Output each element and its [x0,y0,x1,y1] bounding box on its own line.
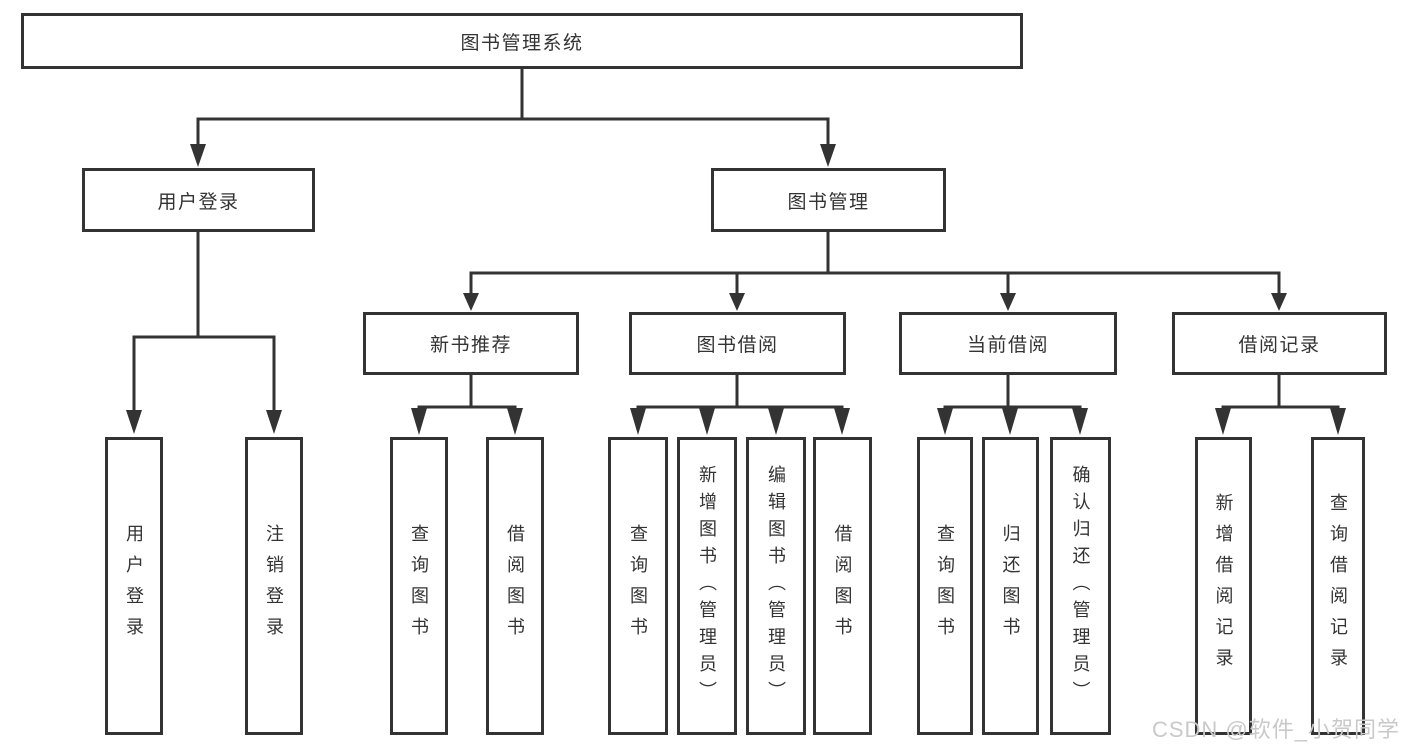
leaf-query-borrow-record-label: 查询借阅记录 [1328,493,1348,679]
arrowhead [937,408,953,435]
node-user-login-label: 用户登录 [157,191,240,213]
node-new-book-recommend: 新书推荐 [363,312,579,375]
leaf-query-borrow-record: 查询借阅记录 [1311,437,1365,735]
node-borrowing-records: 借阅记录 [1172,312,1387,375]
node-user-login: 用户登录 [82,168,315,232]
arrowhead [768,408,784,435]
arrowhead [266,410,282,434]
edge-userlogin-to-leaves [132,230,276,414]
arrowhead [729,293,745,311]
node-book-borrowing-label: 图书借阅 [696,335,779,356]
leaf-add-borrow-record-label: 新增借阅记录 [1213,493,1234,679]
arrowhead [1215,408,1231,435]
arrowhead [1000,293,1016,311]
leaf-borrow-books-borrow-label: 借阅图书 [832,524,853,648]
leaf-query-books-borrow-label: 查询图书 [628,524,648,648]
leaf-edit-book-admin-label: 编辑图书（管理员） [766,464,786,708]
arrowhead [834,408,850,435]
edge-currentborrow-to-leaves [943,373,1082,409]
leaf-query-books-newbook-label: 查询图书 [409,524,429,648]
leaf-return-book: 归还图书 [982,437,1039,735]
leaf-query-books-borrow: 查询图书 [608,437,668,735]
leaf-logout-label: 注销登录 [264,524,284,648]
arrowhead [1330,408,1346,435]
arrowhead [1002,408,1018,435]
leaf-add-borrow-record: 新增借阅记录 [1195,437,1252,735]
arrowhead [699,408,715,435]
arrowhead [1271,293,1287,311]
arrowhead [126,410,142,434]
leaf-borrow-books-newbook: 借阅图书 [486,437,544,735]
leaf-user-login: 用户登录 [105,437,163,735]
edge-newbook-to-leaves [417,373,517,409]
leaf-user-login-label: 用户登录 [124,524,144,648]
node-current-borrowing: 当前借阅 [899,312,1117,375]
leaf-logout: 注销登录 [245,437,303,735]
edge-bookborrow-to-leaves [636,373,844,409]
leaf-borrow-books-borrow: 借阅图书 [813,437,872,735]
node-book-management: 图书管理 [711,168,946,232]
arrowhead [411,408,427,435]
leaf-query-books-current-label: 查询图书 [935,524,955,648]
edge-bookmgmt-to-level3 [469,230,1281,297]
arrowheads [126,144,1346,435]
node-new-book-recommend-label: 新书推荐 [429,335,512,356]
leaf-return-book-label: 归还图书 [1000,524,1021,648]
leaf-confirm-return-admin: 确认归还（管理员） [1050,437,1111,735]
leaf-add-book-admin: 新增图书（管理员） [677,437,737,735]
leaf-edit-book-admin: 编辑图书（管理员） [746,437,806,735]
arrowhead [820,144,836,167]
node-book-management-label: 图书管理 [787,191,870,213]
arrowhead [1072,408,1088,435]
node-borrowing-records-label: 借阅记录 [1238,335,1321,356]
leaf-add-book-admin-label: 新增图书（管理员） [697,464,717,708]
node-current-borrowing-label: 当前借阅 [966,335,1049,356]
arrowhead [507,408,523,435]
arrowhead [463,293,479,311]
csdn-watermark: CSDN @软件_小贺同学 [1151,717,1400,742]
arrowhead [190,144,206,167]
edge-borrowrecord-to-leaves [1221,373,1340,409]
node-library-system: 图书管理系统 [21,13,1023,69]
node-book-borrowing: 图书借阅 [629,312,846,375]
arrowhead [630,408,646,435]
leaf-query-books-newbook: 查询图书 [390,437,448,735]
node-library-system-label: 图书管理系统 [460,32,584,54]
leaf-borrow-books-newbook-label: 借阅图书 [505,524,525,648]
leaf-query-books-current: 查询图书 [917,437,973,735]
leaf-confirm-return-admin-label: 确认归还（管理员） [1070,464,1091,708]
edge-root-to-level2 [196,67,830,148]
